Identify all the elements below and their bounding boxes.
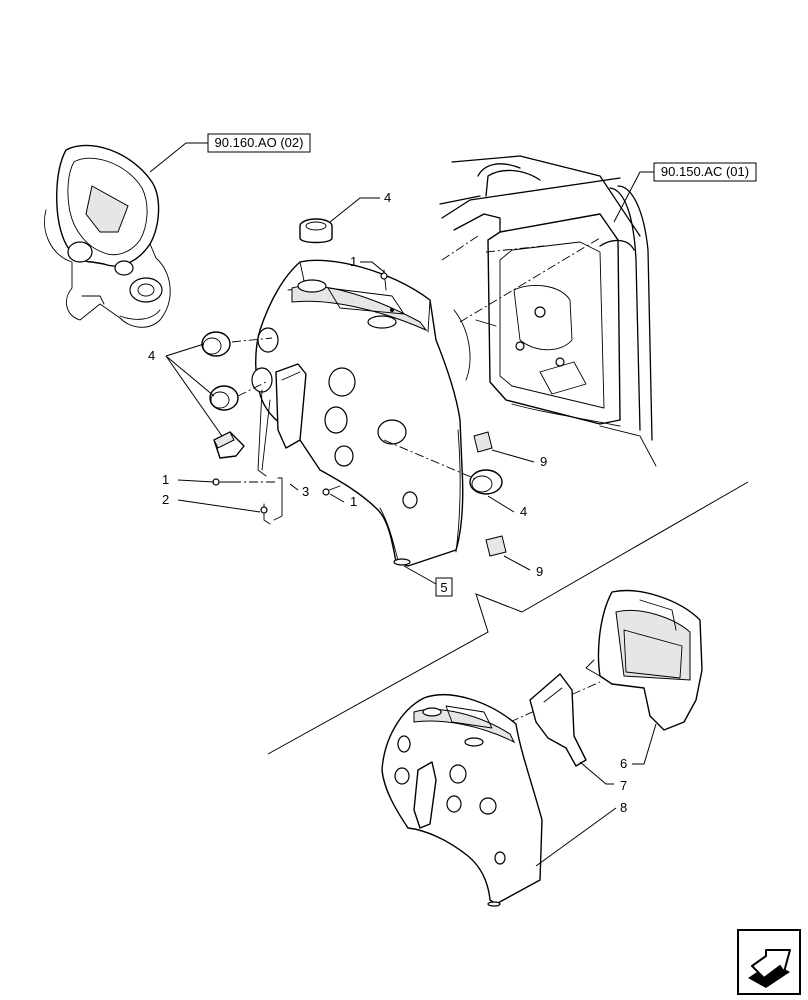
reference-label-left[interactable]: 90.160.AO (02) <box>149 133 311 173</box>
svg-text:5: 5 <box>440 580 447 595</box>
cover-item-6 <box>585 589 703 731</box>
svg-text:9: 9 <box>540 454 547 469</box>
svg-text:4: 4 <box>384 190 391 205</box>
switch-plug-left <box>213 431 245 459</box>
reference-label-right[interactable]: 90.150.AC (01) <box>613 162 757 223</box>
grommet-cap-left-2 <box>209 385 239 411</box>
svg-text:7: 7 <box>620 778 627 793</box>
grommet-cap-right <box>469 469 503 495</box>
svg-text:90.150.AC (01): 90.150.AC (01) <box>661 164 749 179</box>
main-trim-panel <box>251 259 464 567</box>
callouts-upper: 4 1 4 1 2 3 1 4 9 9 5 <box>148 190 547 597</box>
grommet-cap-left-1 <box>201 331 231 357</box>
pad-lower <box>485 535 507 557</box>
screw-mid <box>322 485 341 496</box>
bracket-item-3 <box>261 363 307 471</box>
svg-text:9: 9 <box>536 564 543 579</box>
view-separator <box>267 481 749 755</box>
svg-text:4: 4 <box>520 504 527 519</box>
screw-top <box>380 269 388 291</box>
callouts-lower: 6 7 8 <box>535 723 657 867</box>
steering-console-assembly <box>44 144 171 328</box>
svg-text:1: 1 <box>162 472 169 487</box>
svg-text:4: 4 <box>148 348 155 363</box>
cab-frame-assembly <box>439 155 657 467</box>
next-page-arrow-icon[interactable] <box>737 929 801 995</box>
pad-upper <box>473 431 493 453</box>
trim-panel-assembly-item-8 <box>381 694 543 907</box>
svg-text:2: 2 <box>162 492 169 507</box>
clip-item-2 <box>260 477 283 525</box>
svg-text:1: 1 <box>350 254 357 269</box>
grommet-cap-top <box>299 218 333 244</box>
svg-text:6: 6 <box>620 756 627 771</box>
bracket-item-7 <box>529 673 587 767</box>
svg-text:3: 3 <box>302 484 309 499</box>
svg-text:90.160.AO (02): 90.160.AO (02) <box>215 135 304 150</box>
assembly-centerlines <box>231 235 601 723</box>
screw-left <box>212 478 233 486</box>
svg-text:8: 8 <box>620 800 627 815</box>
svg-text:1: 1 <box>350 494 357 509</box>
